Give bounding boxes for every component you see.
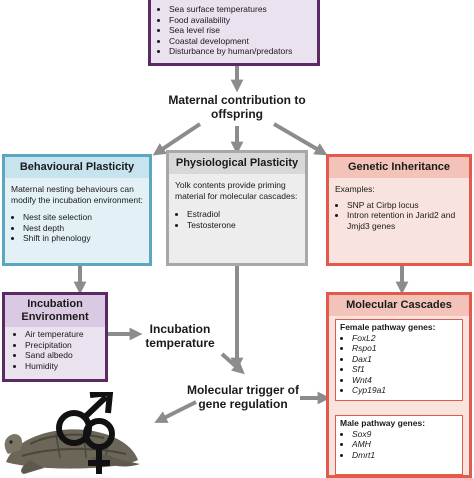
list-item: Sea level rise: [169, 25, 311, 36]
female-pathway-box: Female pathway genes: FoxL2 Rspo1 Dax1 S…: [335, 319, 463, 401]
list-item: Sox9: [352, 429, 458, 440]
molecular-cascades-box: Molecular Cascades Female pathway genes:…: [326, 292, 472, 478]
incubation-temperature-label: Incubation temperature: [145, 322, 215, 350]
list-item: Coastal development: [169, 36, 311, 47]
list-item: Sand albedo: [25, 350, 84, 361]
list-item: AMH: [352, 439, 458, 450]
physiological-list: Estradiol Testosterone: [175, 209, 301, 230]
molecular-trigger-label: Molecular trigger of gene regulation: [186, 383, 299, 411]
incubation-environment-box: Incubation Environment Air temperature P…: [2, 292, 108, 382]
male-pathway-title: Male pathway genes:: [340, 418, 426, 428]
behavioural-text: Maternal nesting behaviours can modify t…: [11, 184, 143, 205]
incubation-env-title: Incubation Environment: [21, 298, 89, 323]
list-item: Shift in phenology: [23, 233, 145, 244]
behavioural-plasticity-box: Behavioural Plasticity Maternal nesting …: [2, 154, 152, 266]
list-item: Sf1: [352, 364, 458, 375]
maternal-contribution-label: Maternal contribution to offspring: [168, 93, 306, 121]
list-item: Nest depth: [23, 223, 145, 234]
list-item: Disturbance by human/predators: [169, 46, 311, 57]
female-genes-list: FoxL2 Rspo1 Dax1 Sf1 Wnt4 Cyp19a1: [340, 333, 458, 396]
female-symbol-icon: [83, 418, 115, 474]
genetic-text: Examples:: [335, 184, 375, 194]
molecular-title: Molecular Cascades: [346, 299, 452, 311]
arrow-maternal-to-behavioural: [152, 122, 202, 156]
list-item: Nest site selection: [23, 212, 145, 223]
incubation-env-list: Air temperature Precipitation Sand albed…: [13, 329, 84, 371]
female-pathway-title: Female pathway genes:: [340, 322, 436, 332]
list-item: Sea surface temperatures: [169, 4, 311, 15]
behavioural-title: Behavioural Plasticity: [19, 161, 135, 173]
list-item: Rspo1: [352, 343, 458, 354]
list-item: Estradiol: [187, 209, 301, 220]
list-item: Dax1: [352, 354, 458, 365]
list-item: Cyp19a1: [352, 385, 458, 396]
list-item: Wnt4: [352, 375, 458, 386]
list-item: SNP at Cirbp locus: [347, 200, 465, 211]
list-item: Precipitation: [25, 340, 84, 351]
list-item: Dmrt1: [352, 450, 458, 461]
environmental-factors-list: Sea surface temperatures Food availabili…: [157, 4, 311, 57]
list-item: Air temperature: [25, 329, 84, 340]
list-item: Humidity: [25, 361, 84, 372]
genetic-list: SNP at Cirbp locus Intron retention in J…: [335, 200, 465, 232]
list-item: Food availability: [169, 15, 311, 26]
male-pathway-box: Male pathway genes: Sox9 AMH Dmrt1: [335, 415, 463, 475]
behavioural-list: Nest site selection Nest depth Shift in …: [11, 212, 145, 244]
list-item: Intron retention in Jarid2 and Jmjd3 gen…: [347, 210, 465, 231]
physiological-plasticity-box: Physiological Plasticity Yolk contents p…: [166, 150, 308, 266]
list-item: FoxL2: [352, 333, 458, 344]
turtle-hatchling-icon: [4, 429, 140, 474]
physiological-title: Physiological Plasticity: [175, 157, 299, 169]
arrow-trigger-to-turtle: [154, 400, 197, 423]
physiological-text: Yolk contents provide priming material f…: [175, 180, 298, 201]
environmental-factors-box: Sea surface temperatures Food availabili…: [148, 0, 320, 66]
genetic-inheritance-box: Genetic Inheritance Examples: SNP at Cir…: [326, 154, 472, 266]
arrow-maternal-to-genetic: [272, 122, 328, 156]
list-item: Testosterone: [187, 220, 301, 231]
genetic-title: Genetic Inheritance: [347, 161, 451, 173]
male-genes-list: Sox9 AMH Dmrt1: [340, 429, 458, 461]
